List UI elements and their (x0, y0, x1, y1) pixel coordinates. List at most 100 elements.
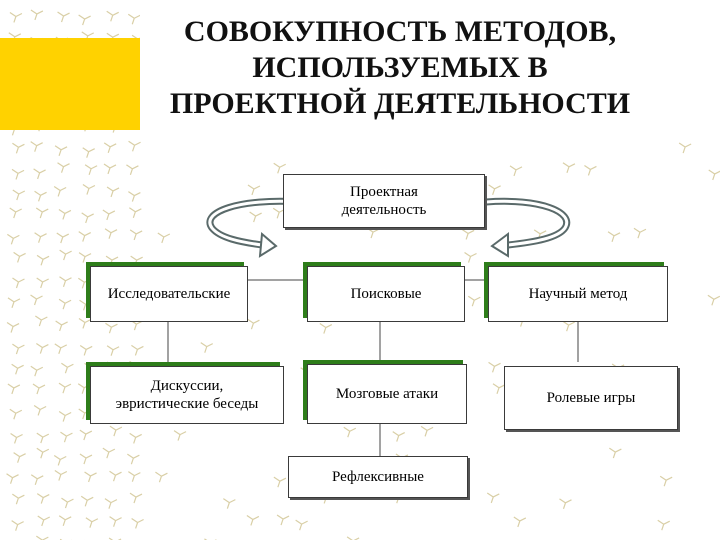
pattern-glyph (6, 322, 20, 333)
pattern-glyph (104, 228, 118, 239)
pattern-glyph (79, 344, 93, 356)
pattern-glyph (61, 497, 74, 509)
pattern-glyph (57, 11, 70, 23)
title-line-2: ИСПОЛЬЗУЕМЫХ В (252, 51, 548, 84)
pattern-glyph (102, 209, 116, 221)
pattern-glyph (56, 232, 70, 244)
pattern-glyph (102, 447, 116, 459)
pattern-glyph (78, 408, 91, 420)
pattern-glyph (36, 254, 50, 266)
title-area (140, 0, 720, 140)
node-reflexive-label: Рефлексивные (332, 469, 424, 485)
pattern-glyph (103, 163, 117, 175)
pattern-glyph (129, 432, 142, 444)
pattern-glyph (58, 515, 72, 526)
pattern-glyph (36, 343, 49, 354)
pattern-glyph (78, 252, 92, 263)
pattern-glyph (77, 383, 91, 394)
pattern-glyph (127, 13, 141, 25)
pattern-glyph (7, 297, 21, 309)
pattern-glyph (55, 320, 68, 332)
pattern-glyph (11, 363, 24, 375)
pattern-glyph (85, 517, 99, 528)
pattern-glyph (30, 141, 43, 152)
pattern-glyph (659, 475, 673, 487)
pattern-glyph (54, 470, 68, 481)
pattern-glyph (7, 233, 20, 245)
pattern-glyph (467, 295, 481, 307)
pattern-glyph (562, 162, 576, 173)
pattern-glyph (104, 498, 118, 509)
pattern-glyph (7, 383, 21, 395)
node-role-games: Ролевые игры (504, 366, 678, 430)
pattern-glyph (11, 168, 25, 180)
node-search: Поисковые (307, 266, 465, 322)
pattern-glyph (33, 168, 46, 180)
pattern-glyph (59, 249, 72, 261)
pattern-glyph (82, 147, 95, 158)
pattern-glyph (58, 411, 72, 422)
node-discussions-line-1: Дискуссии, (150, 378, 224, 394)
pattern-glyph (127, 453, 140, 465)
pattern-glyph (30, 474, 44, 485)
pattern-glyph (488, 361, 501, 373)
pattern-glyph (488, 184, 501, 196)
title-line-1: СОВОКУПНОСТЬ МЕТОДОВ, (183, 15, 617, 48)
pattern-glyph (584, 164, 597, 176)
pattern-glyph (128, 140, 141, 152)
pattern-glyph (10, 432, 23, 444)
pattern-glyph (131, 344, 144, 356)
pattern-glyph (128, 471, 141, 482)
pattern-glyph (106, 186, 120, 198)
node-research: Исследовательские (90, 266, 248, 322)
pattern-glyph (6, 473, 19, 484)
pattern-glyph (319, 323, 333, 334)
title-line-3: ПРОЕКТНОЙ ДЕЯТЕЛЬНОСТИ (169, 87, 631, 120)
pattern-glyph (13, 251, 26, 263)
pattern-glyph (461, 228, 475, 240)
pattern-glyph (53, 185, 67, 197)
node-discussions-line-2: эвристические беседы (115, 396, 259, 412)
root-node-line-1: Проектная (350, 184, 418, 200)
pattern-glyph (157, 232, 171, 244)
pattern-glyph (54, 145, 68, 156)
pattern-glyph (57, 162, 70, 173)
pattern-glyph (707, 294, 720, 306)
pattern-glyph (200, 342, 214, 353)
pattern-glyph (657, 519, 671, 531)
pattern-glyph (109, 516, 122, 527)
pattern-glyph (11, 520, 24, 531)
node-brainstorming-label: Мозговые атаки (335, 386, 439, 402)
pattern-glyph (273, 162, 286, 174)
pattern-glyph (13, 452, 26, 463)
pattern-glyph (246, 514, 260, 526)
pattern-glyph (346, 536, 360, 540)
pattern-glyph (559, 498, 572, 510)
pattern-glyph (35, 315, 48, 327)
node-scientific-method: Научный метод (488, 266, 668, 322)
pattern-glyph (105, 255, 119, 267)
pattern-glyph (109, 470, 122, 482)
pattern-glyph (129, 492, 143, 504)
pattern-glyph (129, 229, 143, 241)
pattern-glyph (37, 515, 51, 527)
pattern-glyph (247, 184, 261, 196)
pattern-glyph (106, 10, 119, 22)
pattern-glyph (80, 495, 94, 507)
node-search-label: Поисковые (350, 286, 422, 302)
pattern-glyph (78, 231, 92, 242)
pattern-glyph (366, 227, 380, 239)
pattern-glyph (60, 431, 73, 443)
pattern-glyph (276, 514, 290, 526)
pattern-glyph (78, 14, 91, 26)
pattern-glyph (9, 207, 22, 219)
pattern-glyph (128, 191, 141, 202)
root-node-project-activity: Проектная деятельность (283, 174, 485, 228)
pattern-glyph (84, 164, 98, 175)
pattern-glyph (131, 517, 144, 529)
pattern-glyph (58, 382, 72, 394)
pattern-glyph (36, 277, 49, 289)
pattern-glyph (126, 164, 139, 176)
pattern-glyph (12, 142, 25, 154)
node-brainstorming: Мозговые атаки (307, 364, 467, 424)
